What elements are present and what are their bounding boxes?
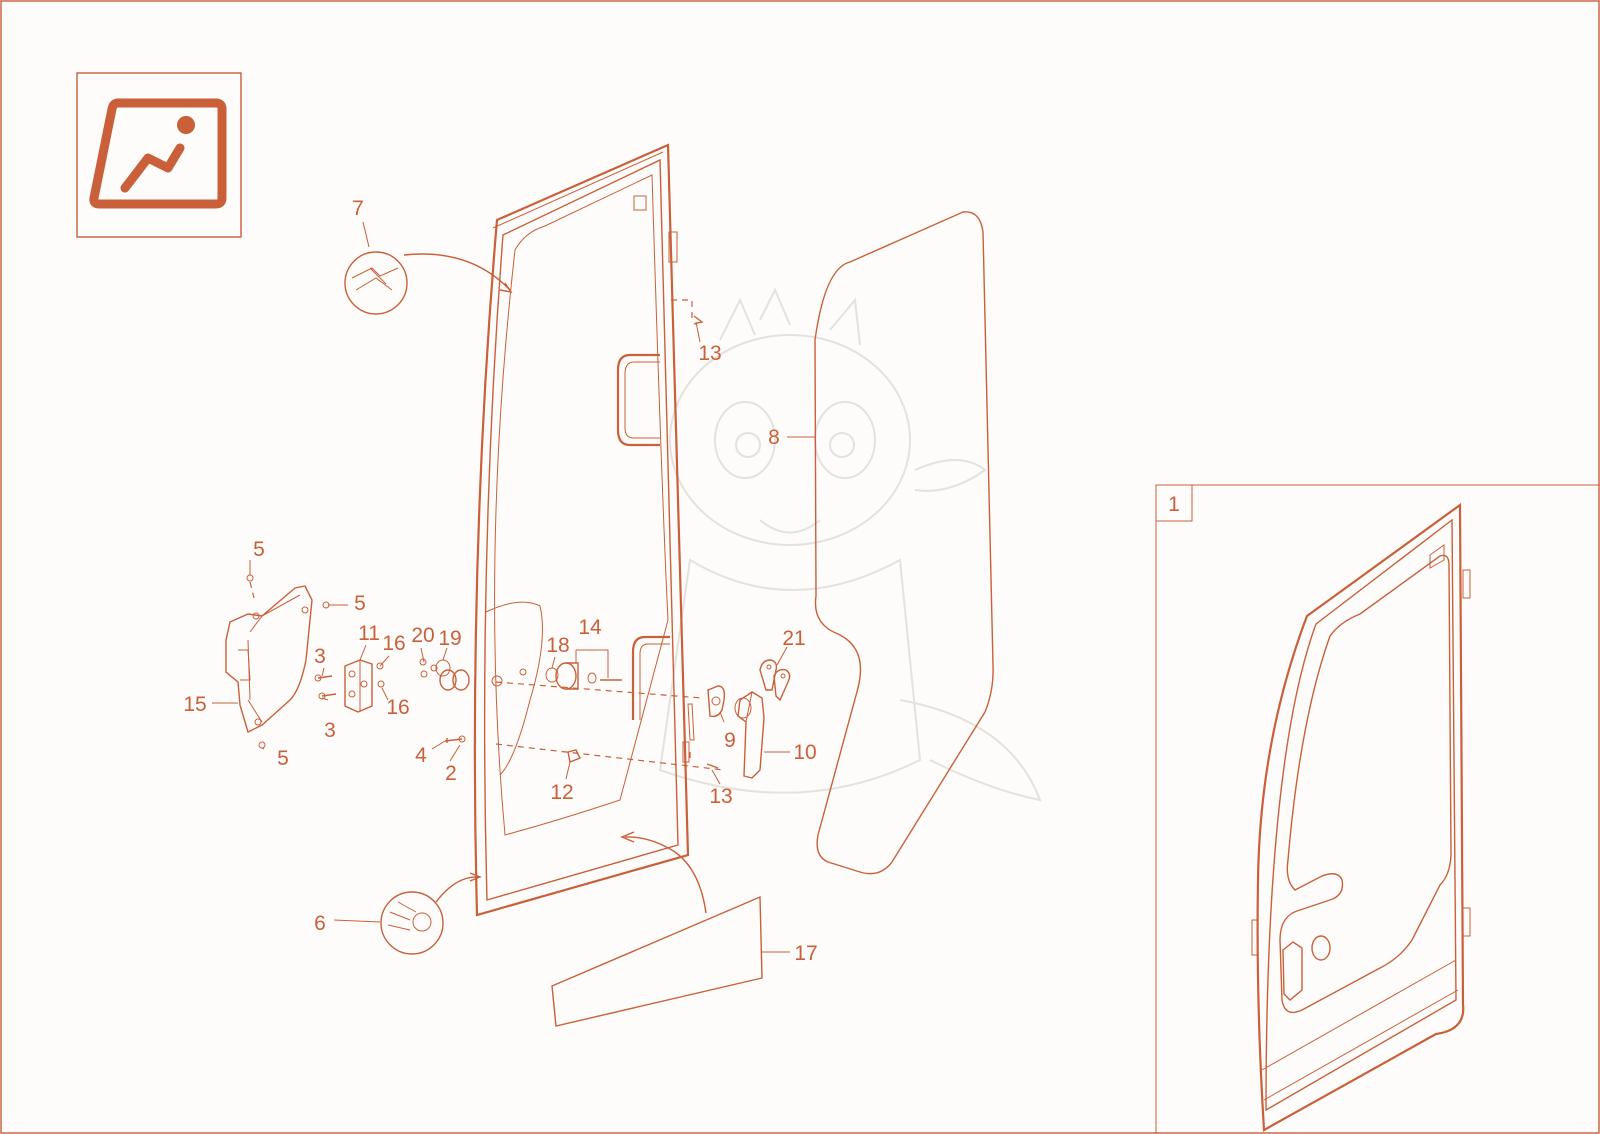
callout-5-right: 5 [354,592,366,615]
callout-15: 15 [183,693,206,716]
callout-12: 12 [550,781,573,804]
callout-9: 9 [724,729,736,752]
door-keys-21 [759,659,791,702]
leader-lines [212,321,815,953]
seat-logo-icon [89,98,227,209]
door-glass-panel [814,211,994,875]
callout-21: 21 [782,627,805,650]
dragon-watermark-icon [658,287,1042,802]
callout-14: 14 [578,616,602,639]
inset-assembled-door [1155,484,1600,1134]
detail-view-7 [344,221,513,315]
callout-3-lower: 3 [324,719,336,742]
strip-17-arrowhead [620,831,635,843]
callout-4: 4 [415,744,427,767]
frame-grab-handle-upper [616,353,660,447]
door-frame [473,143,690,917]
detail-view-6 [333,872,482,955]
callout-3-upper: 3 [314,645,326,668]
side-cover-15 [225,585,313,733]
callout-2: 2 [445,762,457,785]
callout-18: 18 [546,634,569,657]
striker-bracket-9 [687,685,726,741]
lock-body-11 [344,659,373,713]
callout-16-upper: 16 [382,632,405,655]
seal-strip [551,895,763,1027]
callout-13-lower: 13 [709,785,732,808]
strip-17-arrow [624,836,707,914]
callout-5-bottom: 5 [277,747,289,770]
lower-glass-edge [485,601,543,776]
callout-10: 10 [793,741,816,764]
outer-door-handle-10 [734,691,765,779]
inset-number-1: 1 [1168,493,1180,516]
assembly-axis-hinge [671,299,693,760]
callout-19: 19 [438,627,461,650]
callout-13-upper: 13 [698,342,721,365]
callout-7: 7 [352,197,364,220]
assembly-axis-striker [495,743,725,771]
callout-11: 11 [358,622,380,645]
callout-8: 8 [768,426,780,449]
callout-16-lower: 16 [386,696,409,719]
callout-20: 20 [411,624,434,647]
callout-5-top: 5 [253,538,265,561]
frame-grab-handle-lower [631,635,670,720]
logo-frame [76,72,242,238]
assembly-axis-lock [495,681,703,699]
small-hardware [246,315,719,769]
callout-17: 17 [794,942,817,965]
callout-6: 6 [314,912,326,935]
